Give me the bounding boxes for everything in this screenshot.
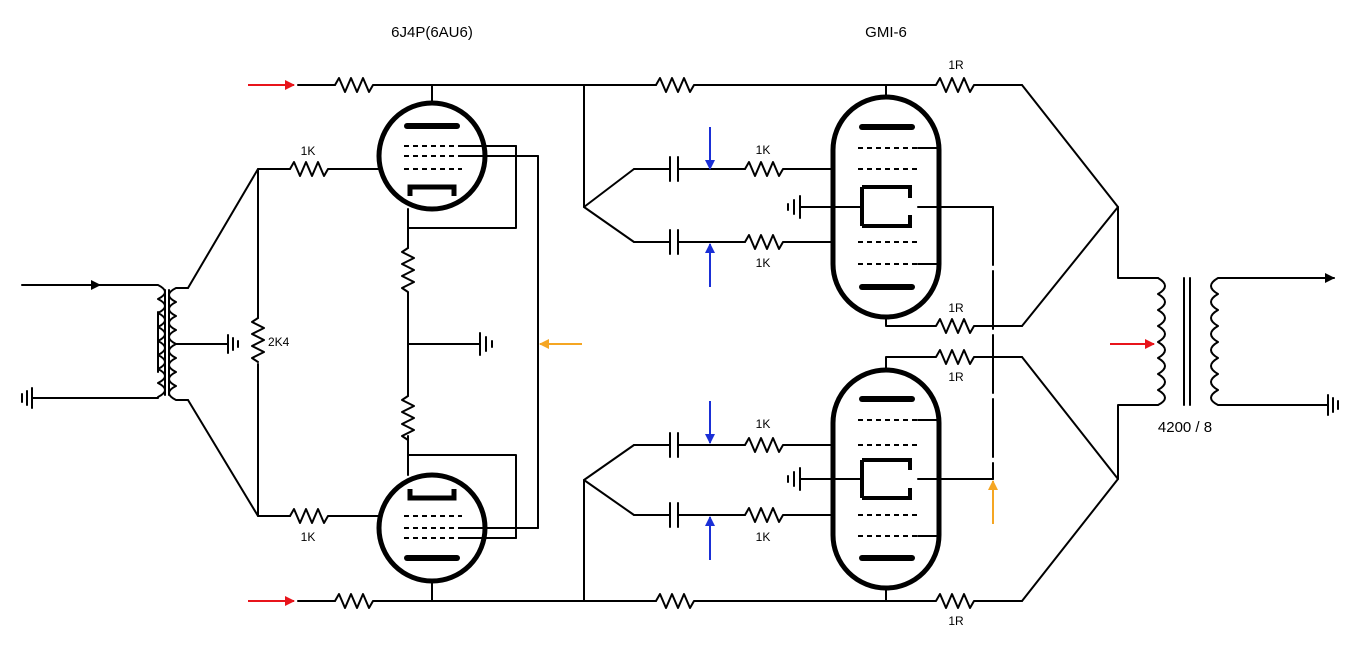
resistor-1k-upper-grid [289,161,381,177]
coupling-capacitor [633,432,746,458]
resistor-1k-output-grid [744,234,859,250]
resistor-1k-label: 1K [756,417,771,431]
wire-upper-grid-feed [187,168,291,289]
wire-lower-grid-feed [187,399,291,517]
resistor-output-plate-upper [655,77,887,101]
resistor-1k-label: 1K [301,144,316,158]
resistor-2k4 [251,317,265,363]
output-transformer [1157,273,1339,416]
resistor-1k-lower-grid [289,508,381,524]
resistor-cathode-upper [401,247,415,397]
coupling-capacitor [633,502,746,528]
driver-tube-title: 6J4P(6AU6) [391,24,473,41]
input-transformer [21,280,239,409]
resistor-cathode-lower [401,395,415,441]
resistor-1r-label: 1R [948,58,964,72]
ground-icon [1327,394,1339,416]
resistor-1k-label: 1K [756,143,771,157]
resistor-1k-output-grid [744,161,859,177]
input-primary-winding [31,284,166,399]
resistor-1k-label: 1K [756,530,771,544]
ground-icon [787,467,801,491]
ground-icon [787,195,801,219]
resistor-2k4-label: 2K4 [268,335,290,349]
driver-tube-upper [376,100,488,212]
coupling-capacitor [633,229,746,255]
ground-icon [227,334,239,354]
output-secondary-winding [1210,277,1329,406]
resistor-1r [885,593,1023,609]
resistor-1r-label: 1R [948,301,964,315]
resistor-output-plate-lower [655,583,887,609]
resistor-driver-plate-lower [334,580,433,609]
resistor-1k-label: 1K [301,530,316,544]
resistor-1k-label: 1K [756,256,771,270]
resistor-1r [885,316,1023,334]
ground-icon [479,332,493,356]
resistor-1r [885,77,1023,93]
resistor-1k-output-grid [744,507,859,523]
output-transformer-ratio: 4200 / 8 [1158,419,1212,436]
output-tube-title: GMI-6 [865,24,907,41]
resistor-1r-label: 1R [948,614,964,628]
coupling-capacitor [633,156,746,182]
resistor-1r-label: 1R [948,370,964,384]
output-primary-winding [1157,277,1166,406]
resistor-driver-plate-upper [334,77,433,104]
resistor-1r [885,349,1023,371]
ground-icon [21,387,33,409]
resistor-1k-output-grid [744,437,859,453]
input-secondary-winding [168,287,191,401]
